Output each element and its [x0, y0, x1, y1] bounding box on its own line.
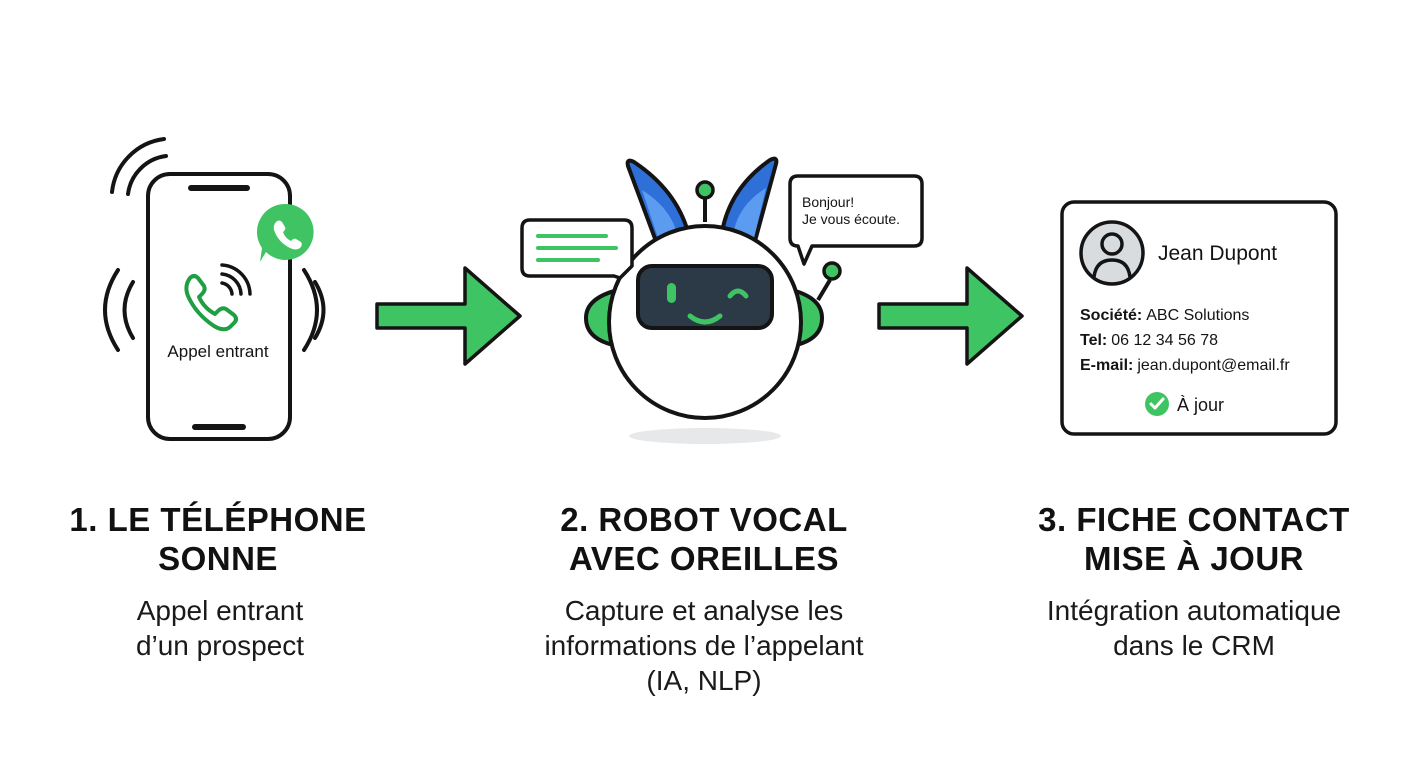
step-1-title-line-2: SONNE	[158, 540, 278, 577]
contact-company-label: Société:	[1080, 307, 1142, 324]
ring-waves-right	[302, 268, 326, 352]
robot-ear-right-inner	[734, 188, 766, 238]
handset-signal-icon	[220, 263, 252, 296]
step-1-title-line-1: 1. LE TÉLÉPHONE	[69, 501, 367, 538]
diagram-illustrations: Appel entrant	[103, 137, 1338, 444]
chat-bubble-icon	[520, 218, 634, 280]
status-badge: À jour	[1145, 392, 1224, 416]
contact-email-label: E-mail:	[1080, 357, 1133, 374]
robot-speech-line-2: Je vous écoute.	[802, 211, 900, 227]
step-1-desc-line-1: Appel entrant	[136, 595, 304, 626]
contact-phone-label: Tel:	[1080, 332, 1107, 349]
step-3-desc-line-2: dans le CRM	[1113, 630, 1275, 661]
step-1-desc-line-2: d’un prospect	[135, 630, 305, 661]
contact-email-value: jean.dupont@email.fr	[1136, 357, 1290, 374]
flow-arrow-2	[877, 266, 1024, 366]
phone-home-bar	[192, 424, 246, 430]
robot-speech-line-1: Bonjour!	[802, 194, 854, 210]
svg-text:Société:ABC Solutions: Société:ABC Solutions	[1080, 307, 1249, 324]
robot-antenna-top	[695, 180, 715, 200]
step-3-desc-line-1: Intégration automatique	[1046, 595, 1342, 626]
step-2-desc-line-2: informations de l’appelant	[544, 630, 864, 661]
flow-arrow-1	[375, 266, 522, 366]
robot-eye-right-wink	[727, 288, 749, 299]
contact-name: Jean Dupont	[1158, 242, 1277, 265]
contact-card-icon: Jean Dupont Société:ABC Solutions Tel:06…	[1060, 200, 1338, 436]
contact-company-value: ABC Solutions	[1146, 307, 1249, 324]
robot-speech-bubble: Bonjour! Je vous écoute.	[788, 174, 924, 266]
phone-body	[146, 172, 292, 441]
step-3-title-line-2: MISE À JOUR	[1083, 540, 1305, 577]
whatsapp-icon	[256, 203, 314, 262]
step-2-title-line-1: 2. ROBOT VOCAL	[560, 501, 848, 538]
robot-shadow	[629, 428, 781, 444]
contact-status: À jour	[1177, 395, 1224, 415]
robot-ear-left-inner	[642, 190, 676, 238]
robot-mouth	[687, 313, 723, 325]
contact-phone-value: 06 12 34 56 78	[1111, 332, 1218, 349]
step-1-title: 1. LE TÉLÉPHONE SONNE	[8, 500, 428, 578]
phone-screen-label: Appel entrant	[167, 342, 268, 361]
svg-text:Tel:06 12 34 56 78: Tel:06 12 34 56 78	[1080, 332, 1218, 349]
step-1-description: Appel entrant d’un prospect	[0, 593, 440, 663]
robot-antenna-side	[822, 261, 842, 281]
phone-speaker	[188, 185, 250, 191]
ring-waves-left	[103, 268, 135, 352]
ring-waves-top-left	[110, 137, 168, 196]
handset-icon	[184, 274, 238, 332]
step-2-desc-line-3: (IA, NLP)	[646, 665, 762, 696]
step-3-title: 3. FICHE CONTACT MISE À JOUR	[984, 500, 1404, 578]
step-2-description: Capture et analyse les informations de l…	[484, 593, 924, 698]
step-3-description: Intégration automatique dans le CRM	[974, 593, 1408, 663]
step-2-desc-line-1: Capture et analyse les	[564, 595, 844, 626]
step-2-title-line-2: AVEC OREILLES	[569, 540, 839, 577]
robot-face-screen	[636, 264, 774, 330]
ringing-phone-icon: Appel entrant	[103, 137, 326, 441]
avatar	[1079, 220, 1145, 286]
step-3-title-line-1: 3. FICHE CONTACT	[1038, 501, 1350, 538]
svg-text:E-mail:jean.dupont@email.fr: E-mail:jean.dupont@email.fr	[1080, 357, 1290, 374]
step-2-title: 2. ROBOT VOCAL AVEC OREILLES	[494, 500, 914, 578]
robot-eye-left	[667, 283, 676, 303]
robot-icon: Bonjour! Je vous écoute.	[520, 156, 924, 444]
